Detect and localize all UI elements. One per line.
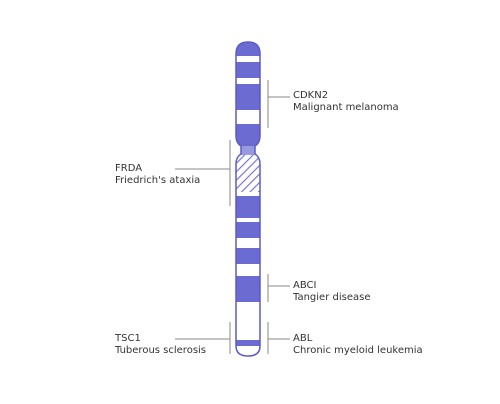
disease-label-tsc1: Tuberous sclerosis [115, 345, 207, 356]
chromosome-band [236, 222, 260, 238]
centromere [236, 146, 260, 155]
gene-label-abl: ABL [293, 333, 313, 344]
annotation-tsc1: TSC1 Tuberous sclerosis [115, 333, 206, 357]
annotation-abl: ABL Chronic myeloid leukemia [293, 333, 423, 357]
chromosome-band [236, 56, 260, 62]
gene-label-cdkn2: CDKN2 [293, 90, 329, 101]
chromosome-band [236, 110, 260, 124]
chromosome-band [236, 196, 260, 218]
chromosome-band [236, 124, 260, 146]
disease-label-frda: Friedrich's ataxia [115, 175, 201, 186]
disease-label-cdkn2: Malignant melanoma [293, 102, 399, 113]
gene-label-tsc1: TSC1 [115, 333, 141, 344]
annotation-abci: ABCI Tangier disease [293, 280, 370, 304]
chromosome-band [236, 264, 260, 276]
disease-label-abci: Tangier disease [293, 292, 371, 303]
chromosome-band [236, 78, 260, 84]
chromosome-band [236, 276, 260, 302]
gene-label-frda: FRDA [115, 163, 143, 174]
disease-label-abl: Chronic myeloid leukemia [293, 345, 423, 356]
chromosome-band [236, 346, 260, 356]
gene-label-abci: ABCI [293, 280, 317, 291]
chromosome-band [236, 84, 260, 110]
chromosome-band [236, 218, 260, 222]
chromosome-band [236, 320, 260, 340]
annotation-cdkn2: CDKN2 Malignant melanoma [293, 90, 399, 114]
chromosome-band [236, 340, 260, 346]
chromosome-outline [235, 41, 261, 357]
chromosome-band [236, 62, 260, 78]
hatched-region [236, 155, 260, 192]
chromosome-band [236, 238, 260, 248]
annotation-frda: FRDA Friedrich's ataxia [115, 163, 200, 187]
chromosome-band [236, 302, 260, 320]
chromosome-band [236, 248, 260, 264]
chromosome-band [236, 192, 260, 196]
chromosome-band [236, 42, 260, 56]
